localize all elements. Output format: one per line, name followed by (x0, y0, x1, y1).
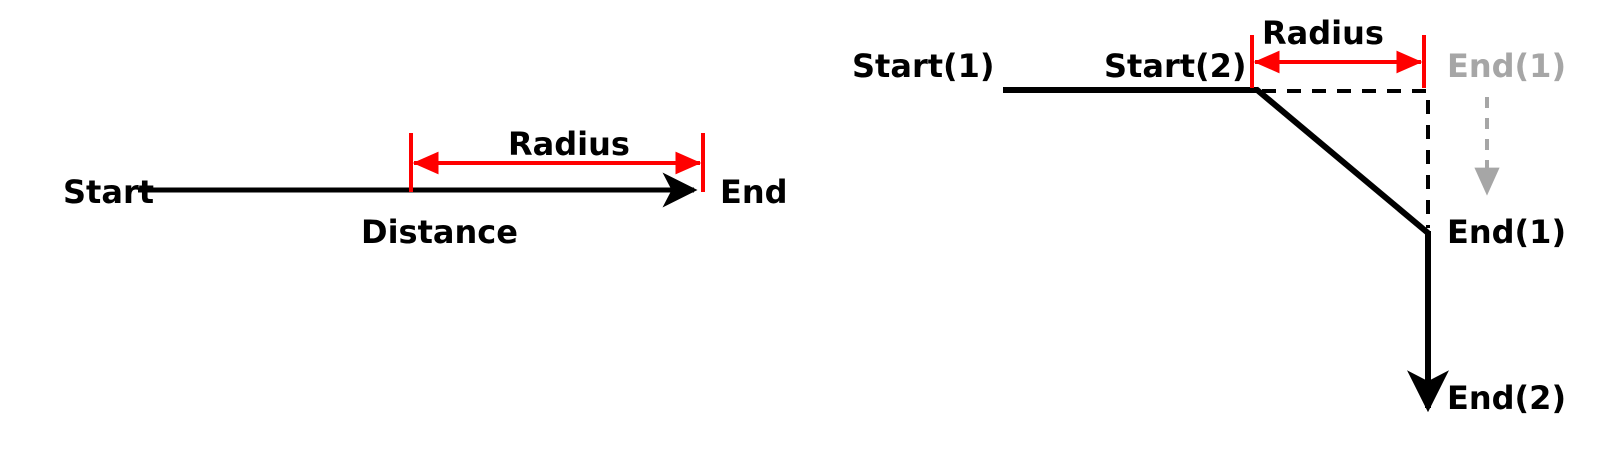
label-end-2: End(2) (1447, 379, 1566, 417)
right-panel: Start(1) Start(2) End(1) End(1) End(2) (852, 14, 1566, 417)
label-distance: Distance (361, 213, 518, 251)
label-end-1: End(1) (1447, 213, 1566, 251)
label-start-1: Start(1) (852, 47, 995, 85)
label-radius-right-panel: Radius (1262, 14, 1384, 52)
label-start-2: Start(2) (1104, 47, 1247, 85)
label-end: End (720, 173, 788, 211)
label-end-1-ghost: End(1) (1447, 47, 1566, 85)
segment-1-diagonal (1254, 86, 1430, 236)
left-panel: Start End Distance Radius (63, 125, 788, 251)
ghost-path-dashed (1262, 89, 1430, 228)
label-radius: Radius (508, 125, 630, 163)
